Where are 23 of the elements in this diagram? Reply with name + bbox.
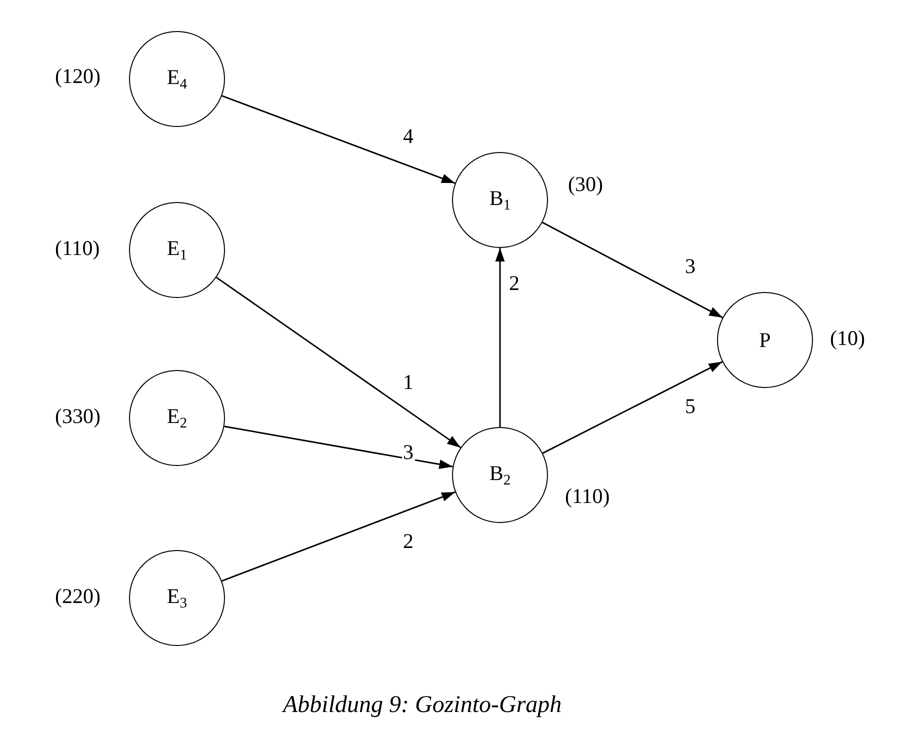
quantity-label: (10) <box>830 328 865 349</box>
node-label: E$_{4}$ <box>166 64 188 94</box>
node-label: B$_{2}$ <box>489 460 511 490</box>
quantity-label: (330) <box>55 406 100 427</box>
arrow <box>222 491 456 582</box>
node-label: E$_{3}$ <box>166 584 188 612</box>
quantity-label: (110) <box>55 238 100 259</box>
arrow <box>224 426 453 469</box>
edge-label: 3 <box>402 442 414 463</box>
node-label: B$_{1}$ <box>489 186 511 214</box>
quantity-label: (30) <box>568 174 603 195</box>
quantity-label: (220) <box>55 586 100 607</box>
arrow <box>542 222 723 318</box>
node-label: E$_{2}$ <box>166 404 188 432</box>
quantity-label: (120) <box>55 66 100 87</box>
arrow <box>222 95 456 184</box>
arrow <box>542 361 723 454</box>
quantity-label: (110) <box>565 486 610 507</box>
caption: Abbildung 9: Gozinto-Graph <box>283 693 562 717</box>
arrow <box>495 248 505 427</box>
node-label: P <box>759 328 771 352</box>
arrow <box>216 276 462 448</box>
node-label: E$_{1}$ <box>166 236 188 264</box>
